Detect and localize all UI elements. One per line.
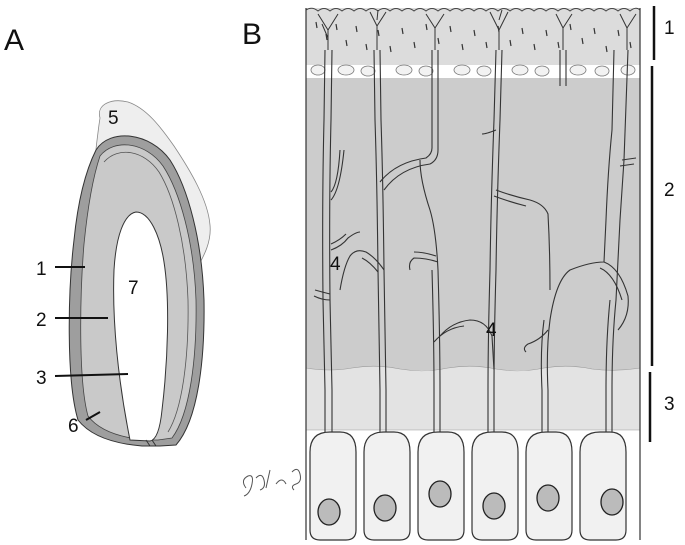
label-b-3: 3 [664, 394, 675, 415]
layer-1-top-edge [305, 7, 641, 12]
odontoblast-cells [309, 431, 627, 541]
nucleus [317, 498, 341, 526]
layer-1-band [306, 8, 640, 65]
label-b-2: 2 [664, 180, 675, 201]
predentin-layer [305, 365, 641, 431]
tooth-predentin-line [103, 151, 189, 433]
dentin-layer [306, 78, 640, 370]
label-b-1: 1 [664, 18, 675, 39]
label-a-5: 5 [108, 108, 119, 129]
odontoblast-cell [471, 431, 519, 541]
panel-b: B [242, 6, 675, 541]
odontoblast-cell [363, 431, 411, 541]
label-a-3: 3 [36, 368, 47, 389]
label-a-2: 2 [36, 310, 47, 331]
panel-a-letter: A [4, 24, 24, 57]
label-a-6: 6 [68, 416, 79, 437]
nucleus [373, 494, 397, 522]
nucleus [600, 488, 624, 516]
layer-1-texture [315, 21, 632, 53]
tooth-apex-split [145, 439, 157, 447]
label-b-4-left: 4 [330, 254, 341, 275]
tooth-pulp [113, 211, 169, 442]
process-tips [317, 9, 637, 50]
leader-3 [54, 373, 129, 377]
panel-b-letter: B [242, 18, 262, 51]
odontoblast-cell [579, 431, 627, 541]
nucleus [428, 480, 452, 508]
leader-6 [85, 411, 101, 421]
nuclei [317, 480, 624, 526]
nucleus [536, 484, 560, 512]
label-a-7: 7 [128, 278, 139, 299]
vesicle-row [310, 64, 636, 77]
nucleus [482, 492, 506, 520]
panel-a: A 1 2 3 5 6 7 [4, 24, 211, 447]
artist-signature-icon [242, 468, 301, 497]
label-b-4-center: 4 [486, 320, 497, 341]
label-a-1: 1 [36, 259, 47, 280]
odontoblast-processes [313, 49, 637, 432]
